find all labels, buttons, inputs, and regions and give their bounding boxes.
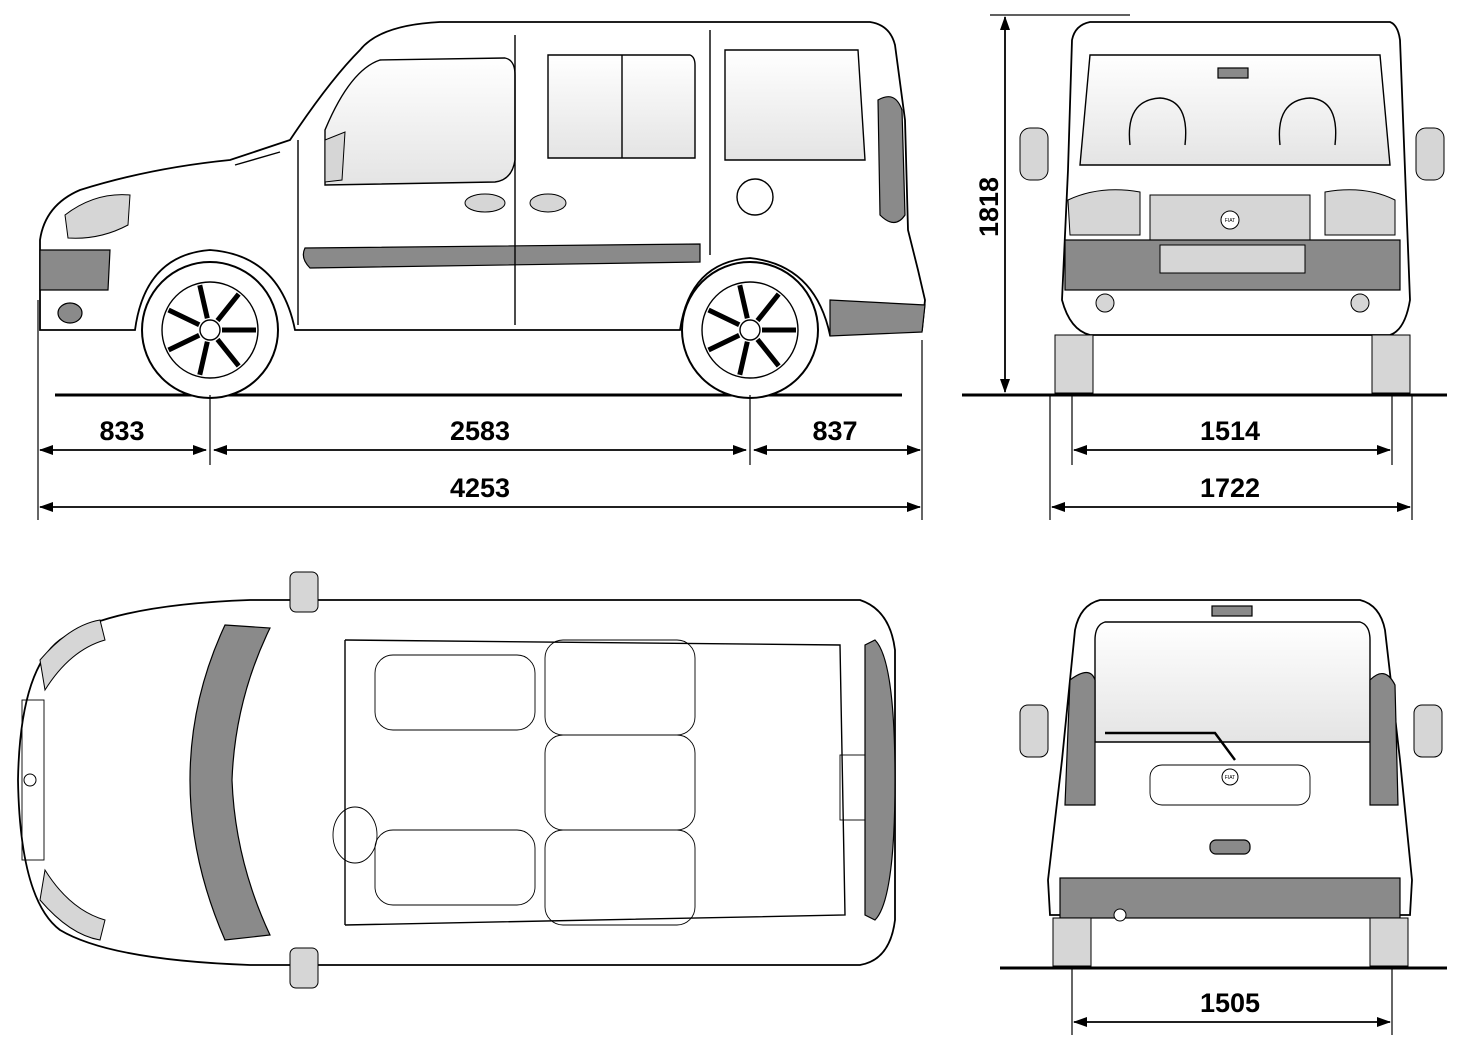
rear-dimensions: 1505 xyxy=(1071,968,1393,1035)
right-fog-light xyxy=(1350,293,1370,313)
rear-view-mirror xyxy=(1217,67,1249,79)
front-logo-text: FIAT xyxy=(1225,218,1235,224)
sliding-door-handle xyxy=(529,193,567,213)
left-tail-light xyxy=(1064,671,1096,806)
rear-view: FIAT xyxy=(1000,599,1447,970)
front-wheel xyxy=(141,261,279,399)
front-right-tire xyxy=(1371,334,1411,394)
height-label: 1818 xyxy=(974,177,1004,237)
top-fiat-logo xyxy=(23,773,37,787)
side-dimensions: 833 2583 837 4253 xyxy=(37,300,923,520)
front-fiat-logo xyxy=(1220,210,1240,230)
wheel-spoke xyxy=(167,332,201,353)
rear-left-mirror xyxy=(1019,704,1049,758)
lower-grille xyxy=(1159,244,1306,274)
wheel-spoke xyxy=(737,341,750,376)
side-view xyxy=(39,21,926,399)
wheel-spoke xyxy=(215,292,241,323)
rear-left-tire xyxy=(1052,917,1092,967)
front-view: FIAT xyxy=(962,21,1447,397)
fuel-cap xyxy=(736,178,774,216)
rear-fiat-logo xyxy=(1221,768,1239,786)
rear-track-label: 1505 xyxy=(1200,988,1260,1018)
top-grille xyxy=(21,699,45,861)
front-overhang-label: 833 xyxy=(99,416,144,446)
side-front-bumper xyxy=(39,249,111,291)
top-rear-bumper xyxy=(864,639,896,921)
right-tail-light xyxy=(1369,673,1399,806)
side-body-molding xyxy=(302,243,701,269)
roof-outline xyxy=(344,639,846,926)
overall-length-label: 4253 xyxy=(450,473,510,503)
side-rear-bumper xyxy=(829,299,926,337)
rear-bumper xyxy=(1059,877,1401,919)
steering-wheel xyxy=(332,806,378,864)
wiper xyxy=(234,151,281,166)
wheel-spoke xyxy=(755,292,781,323)
wheel-spoke xyxy=(197,284,210,319)
left-fog-light xyxy=(1095,293,1115,313)
side-headlight xyxy=(64,194,131,239)
top-view xyxy=(17,571,896,989)
left-seat-headrest xyxy=(1128,97,1187,146)
right-seat-headrest xyxy=(1278,97,1337,146)
wheel-spoke xyxy=(707,332,741,353)
front-right-seat xyxy=(374,829,536,906)
side-tail-light xyxy=(877,96,906,224)
wheel-spoke xyxy=(215,337,241,368)
rear-seat-right xyxy=(544,829,696,926)
front-right-mirror xyxy=(1415,127,1445,181)
side-fog-light xyxy=(57,302,83,324)
rear-right-tire xyxy=(1369,917,1409,967)
front-dimensions: 1818 1514 1722 xyxy=(974,14,1413,520)
front-left-tire xyxy=(1054,334,1094,394)
side-mirror xyxy=(324,131,346,183)
wheel-spoke xyxy=(167,307,201,328)
license-plate-recess xyxy=(1149,764,1311,806)
wheel-spoke xyxy=(737,284,750,319)
rear-logo-text: FIAT xyxy=(1225,775,1235,781)
tow-hook xyxy=(1113,908,1127,922)
right-headlight xyxy=(1324,189,1396,236)
wheel-spoke xyxy=(707,307,741,328)
rear-window xyxy=(1094,621,1371,743)
front-left-mirror xyxy=(1019,127,1049,181)
top-right-mirror xyxy=(289,947,319,989)
overall-width-label: 1722 xyxy=(1200,473,1260,503)
front-left-seat xyxy=(374,654,536,731)
rear-wiper xyxy=(1105,731,1236,761)
tailgate-handle xyxy=(1209,839,1251,855)
third-brake-light xyxy=(1211,605,1253,617)
front-door-handle xyxy=(464,193,506,213)
rear-overhang-label: 837 xyxy=(812,416,857,446)
side-rear-window xyxy=(724,49,866,161)
wheelbase-label: 2583 xyxy=(450,416,510,446)
front-track-label: 1514 xyxy=(1200,416,1260,446)
top-left-mirror xyxy=(289,571,319,613)
windshield xyxy=(1079,54,1391,166)
top-right-headlight xyxy=(39,868,106,941)
rear-right-mirror xyxy=(1413,704,1443,758)
top-left-headlight xyxy=(39,619,106,692)
left-headlight xyxy=(1067,189,1141,236)
side-front-window xyxy=(324,57,516,186)
wheel-spoke xyxy=(755,337,781,368)
top-windshield xyxy=(189,624,271,941)
wheel-spoke xyxy=(197,341,210,376)
rear-wheel xyxy=(681,261,819,399)
